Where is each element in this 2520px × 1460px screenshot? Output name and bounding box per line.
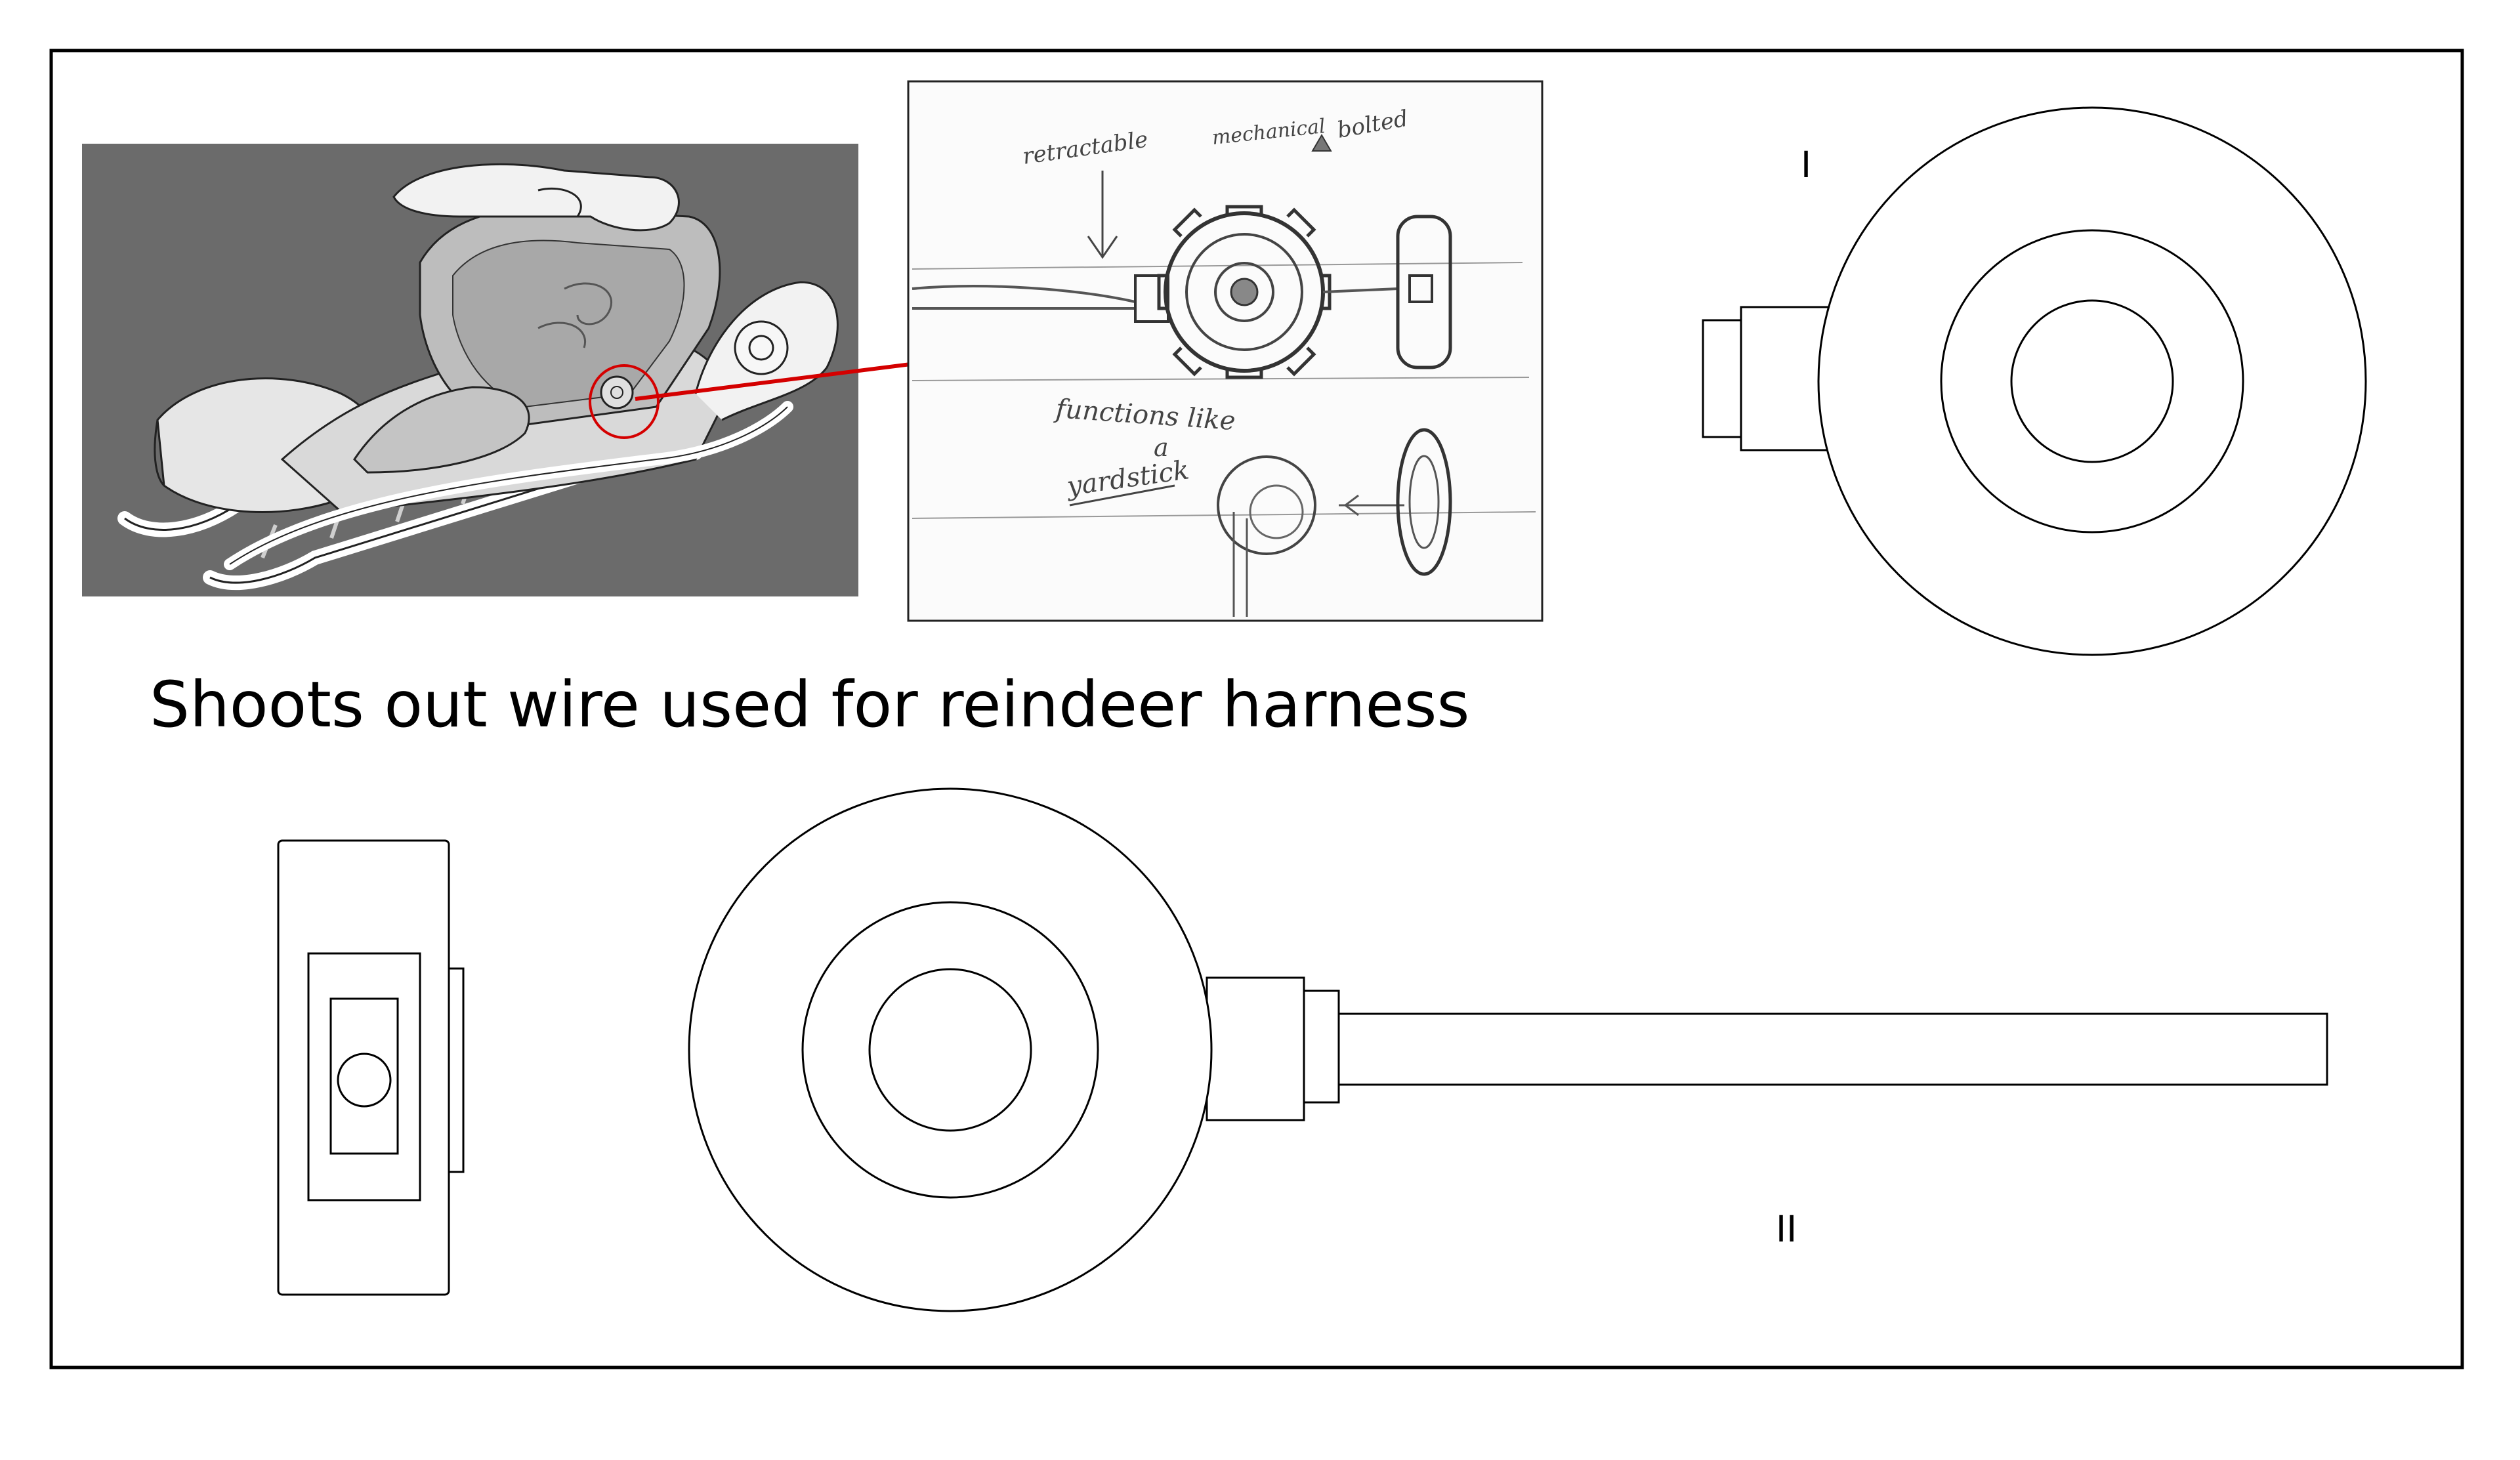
note-a: a (1154, 433, 1169, 462)
reel-highlight-circle (589, 364, 660, 439)
sheet-border (49, 49, 2464, 1369)
view-two-drawing (688, 787, 2328, 1312)
sleigh-render-panel (82, 144, 858, 596)
view-one-label: I (1801, 143, 1811, 186)
view-one-drawing (1702, 106, 2367, 656)
view-two-label: II (1776, 1207, 1797, 1250)
concept-sketch-panel: retractable mechanical bolted functions … (907, 80, 1544, 622)
side-view-drawing (277, 839, 465, 1296)
diagram-caption: Shoots out wire used for reindeer harnes… (150, 668, 1470, 741)
